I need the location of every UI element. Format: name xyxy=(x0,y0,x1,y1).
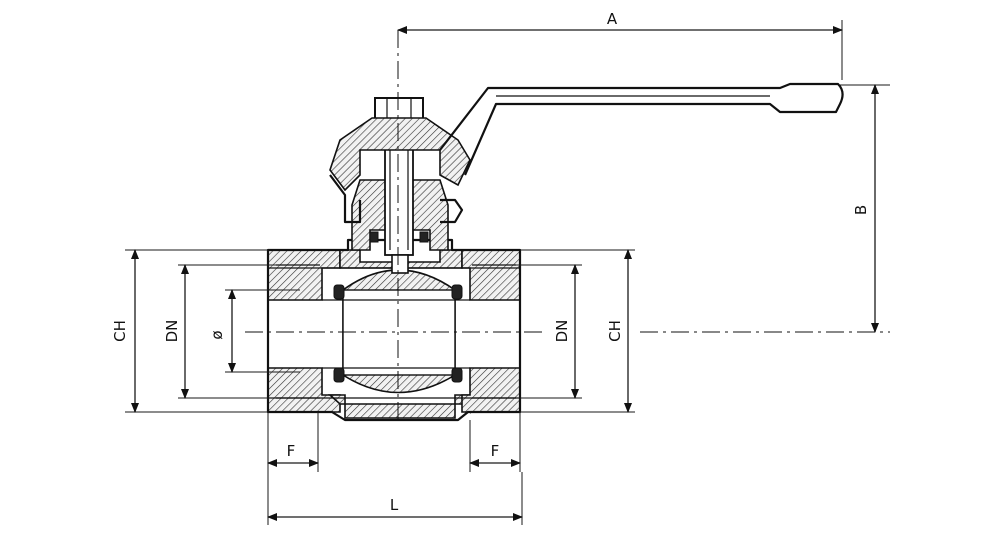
dimension-dn-right-label: DN xyxy=(553,320,571,343)
dimension-f-right-label: F xyxy=(491,442,500,460)
dimension-f-left: F xyxy=(267,412,319,472)
dimension-ch-right: CH xyxy=(520,249,635,413)
dimension-b-label: B xyxy=(852,205,870,215)
dimension-dn-left: DN xyxy=(163,264,276,399)
dimension-ch-left: CH xyxy=(111,249,268,413)
dimension-f-left-label: F xyxy=(287,442,296,460)
dimension-phi: ø xyxy=(208,289,300,373)
center-lines xyxy=(245,30,890,420)
dimension-dn-left-label: DN xyxy=(163,320,181,343)
dimension-phi-label: ø xyxy=(208,330,226,339)
dimension-dn-right: DN xyxy=(516,264,582,399)
valve-handle xyxy=(329,82,844,224)
dimension-l: L xyxy=(267,472,523,525)
dimension-ch-right-label: CH xyxy=(606,320,624,342)
dimension-b: B xyxy=(840,84,890,333)
dimension-a-label: A xyxy=(607,10,618,28)
dimension-f-right: F xyxy=(469,412,521,472)
dimension-ch-left-label: CH xyxy=(111,320,129,342)
dimension-a: A xyxy=(397,10,843,80)
dimension-l-label: L xyxy=(390,496,399,514)
